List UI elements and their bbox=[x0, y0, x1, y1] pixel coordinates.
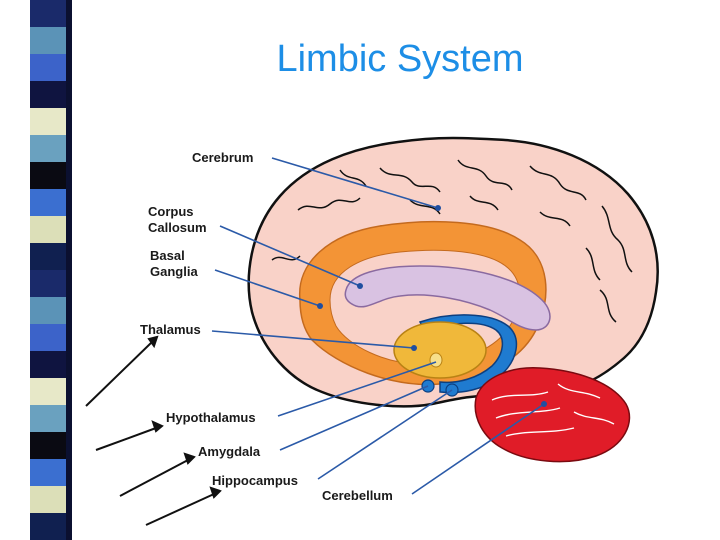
stripe-block bbox=[30, 54, 66, 81]
stripe-block bbox=[30, 513, 66, 540]
stripe-block bbox=[30, 270, 66, 297]
corpus-callosum-shape bbox=[344, 265, 551, 331]
label-thalamus: Thalamus bbox=[140, 322, 201, 337]
stripe-block bbox=[30, 297, 66, 324]
slide-title: Limbic System bbox=[276, 38, 524, 80]
hippocampus-shape bbox=[418, 314, 518, 394]
label-basal-line2: Ganglia bbox=[150, 264, 198, 279]
label-cerebrum: Cerebrum bbox=[192, 150, 253, 165]
stripe-block bbox=[30, 189, 66, 216]
stripe-block bbox=[30, 81, 66, 108]
stripe-block bbox=[30, 351, 66, 378]
stripe-block bbox=[30, 216, 66, 243]
leader-lines bbox=[211, 157, 545, 495]
label-corpus-line2: Callosum bbox=[148, 220, 207, 235]
stripe-block bbox=[30, 459, 66, 486]
stripe-block bbox=[30, 108, 66, 135]
stripe-edge bbox=[66, 0, 72, 540]
stripe-block bbox=[30, 405, 66, 432]
thalamus-shape bbox=[393, 321, 487, 379]
stripe-block bbox=[30, 324, 66, 351]
decorative-stripe bbox=[30, 0, 72, 540]
label-hippocampus: Hippocampus bbox=[212, 473, 298, 488]
label-amygdala: Amygdala bbox=[198, 444, 261, 459]
label-cerebellum: Cerebellum bbox=[322, 488, 393, 503]
stripe-block bbox=[30, 0, 66, 27]
label-hypothalamus: Hypothalamus bbox=[166, 410, 256, 425]
stripe-block bbox=[30, 378, 66, 405]
hypothalamus-node bbox=[429, 352, 443, 368]
label-basal-line1: Basal bbox=[150, 248, 185, 263]
leader-dots bbox=[317, 205, 547, 407]
stripe-block bbox=[30, 243, 66, 270]
gyri-lines bbox=[271, 159, 633, 323]
stripe-block bbox=[30, 162, 66, 189]
pointer-arrows bbox=[85, 335, 222, 526]
stripe-block bbox=[30, 27, 66, 54]
label-corpus-line1: Corpus bbox=[148, 204, 194, 219]
cerebellum-shape bbox=[474, 367, 631, 463]
stripe-block bbox=[30, 135, 66, 162]
cerebellum-folds bbox=[491, 383, 615, 437]
stripe-block bbox=[30, 432, 66, 459]
stripe-block bbox=[30, 486, 66, 513]
